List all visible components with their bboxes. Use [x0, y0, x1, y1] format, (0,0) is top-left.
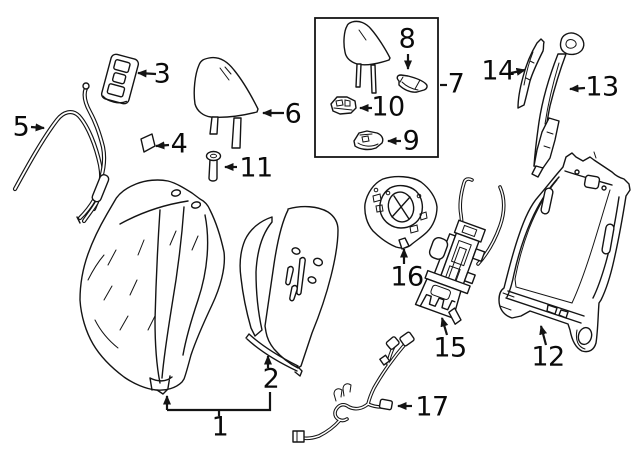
callout-label-2[interactable]: 2 — [262, 363, 280, 395]
callout-label-7[interactable]: 7 — [447, 68, 465, 100]
callout-label-8[interactable]: 8 — [398, 23, 416, 55]
callout-label-6[interactable]: 6 — [284, 98, 302, 130]
part-6-headrest-drawing — [193, 56, 259, 149]
callout-label-13[interactable]: 13 — [585, 71, 619, 103]
callout-label-9[interactable]: 9 — [402, 125, 420, 157]
part-14-bracket-drawing — [517, 38, 545, 109]
part-17-harness-drawing — [292, 331, 415, 443]
callout-label-16[interactable]: 16 — [390, 261, 424, 293]
part-8-guide-drawing — [396, 74, 428, 93]
callout-leaders — [30, 54, 586, 416]
callout-label-15[interactable]: 15 — [433, 332, 467, 364]
callout-label-1[interactable]: 1 — [211, 411, 229, 443]
callout-label-14[interactable]: 14 — [481, 55, 515, 87]
callout-label-17[interactable]: 17 — [415, 391, 449, 423]
part-10-clip-drawing — [330, 96, 357, 115]
part-12-frame-drawing — [498, 151, 631, 353]
part-13-belt-guide-drawing — [531, 32, 585, 178]
part-1-seat-cover-drawing — [79, 179, 226, 395]
callout-label-11[interactable]: 11 — [239, 152, 273, 184]
part-2-back-panel-drawing — [239, 205, 339, 377]
part-5-cable-drawing — [12, 82, 110, 224]
callout-label-3[interactable]: 3 — [153, 58, 171, 90]
callout-label-12[interactable]: 12 — [531, 341, 565, 373]
part-11-bolt-drawing — [205, 150, 222, 182]
part-9-guide-drawing — [353, 130, 384, 151]
callout-label-4[interactable]: 4 — [170, 128, 188, 160]
part-15-lumbar-frame-drawing — [414, 177, 506, 325]
part-4-clip-drawing — [140, 133, 156, 153]
callout-label-10[interactable]: 10 — [371, 91, 405, 123]
callout-label-5[interactable]: 5 — [12, 111, 30, 143]
part-16-airbag-drawing — [364, 175, 438, 250]
part-3-switch-drawing — [100, 53, 140, 105]
